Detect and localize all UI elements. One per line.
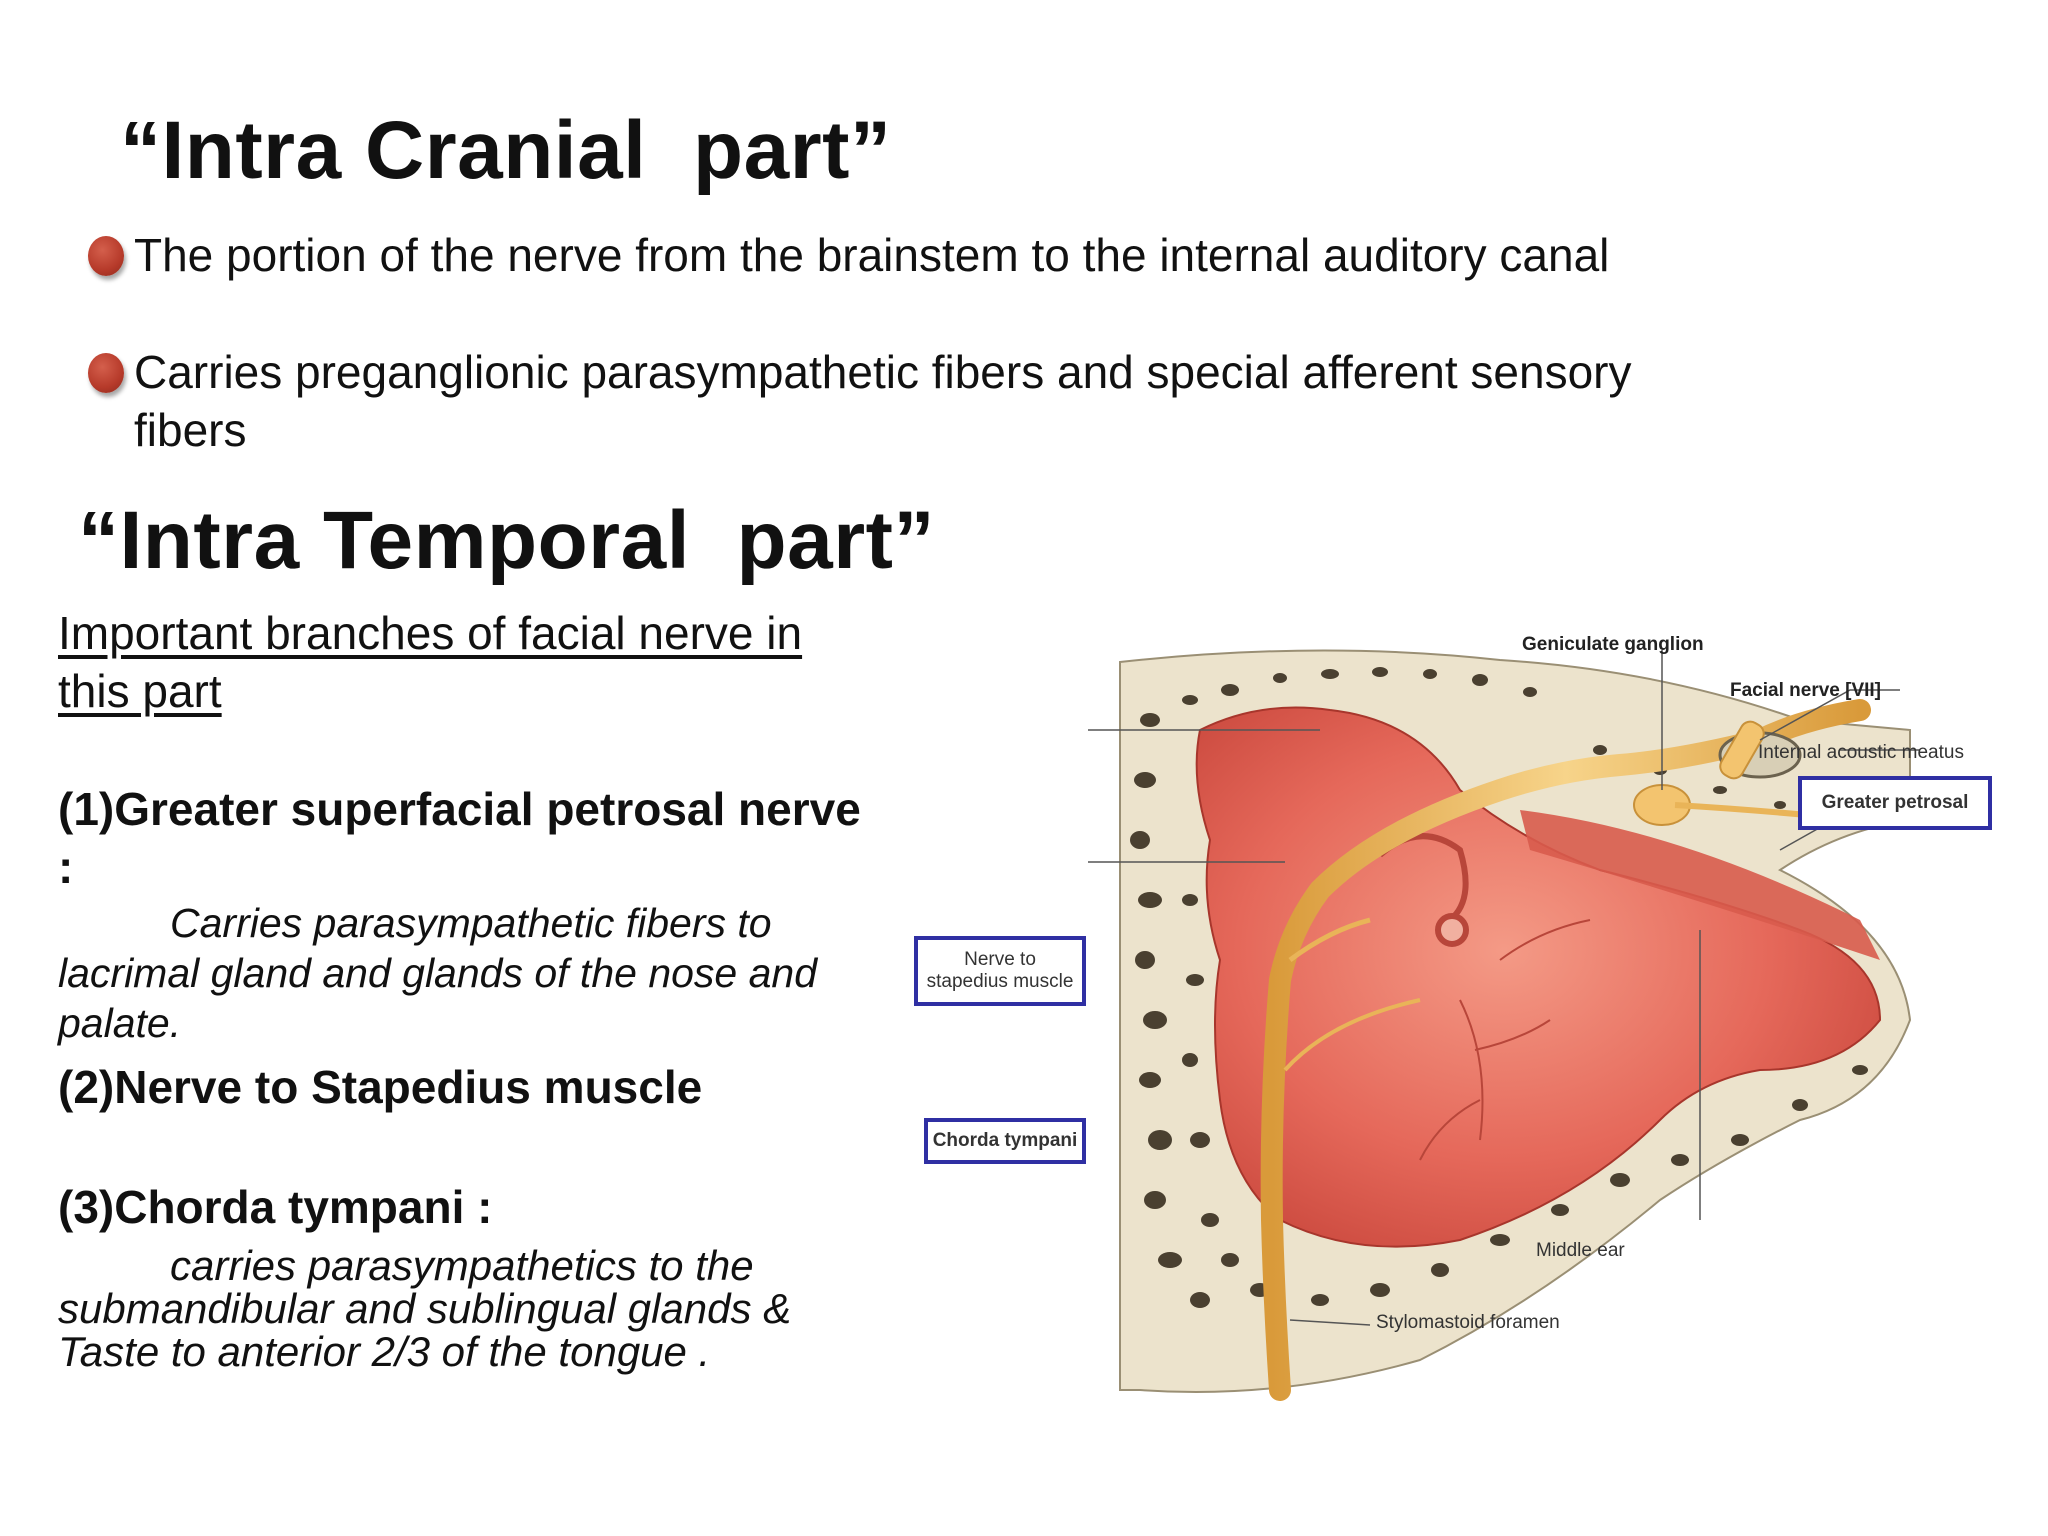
bullet-dot-icon <box>88 353 124 393</box>
intra-temporal-title: “Intra Temporal part” <box>78 495 935 586</box>
bullet-text-1: The portion of the nerve from the brains… <box>134 229 1610 281</box>
intra-cranial-title: “Intra Cranial part” <box>120 105 892 196</box>
bullet-item-2: Carries preganglionic parasympathetic fi… <box>88 343 1748 459</box>
bone-marrow-pattern <box>1130 667 1868 1308</box>
branches-subheading: Important branches of facial nerve in th… <box>58 607 803 717</box>
branch-desc-3: carries parasympathetics to the submandi… <box>58 1242 792 1375</box>
anatomy-illustration <box>1088 649 1920 1401</box>
branch-heading-2: (2)Nerve to Stapedius muscle <box>58 1061 703 1113</box>
vessels <box>1419 919 1591 1161</box>
chorda-tympani-branch <box>1283 998 1421 1072</box>
facial-nerve-diagram: Geniculate ganglion Facial nerve [VII] I… <box>900 600 2000 1420</box>
tensor-muscle <box>1520 810 1880 960</box>
stapedius-branch <box>1288 917 1371 963</box>
branch-item-3: (3)Chorda tympani : carries parasympathe… <box>58 1178 878 1373</box>
branch-desc-1: Carries parasympathetic fibers to lacrim… <box>58 900 818 1046</box>
label-stylomastoid-foramen: Stylomastoid foramen <box>1376 1312 1560 1333</box>
label-chorda-tympani-box: Chorda tympani <box>924 1118 1086 1164</box>
branch-item-1: (1)Greater superfacial petrosal nerve : … <box>58 780 878 1048</box>
label-facial-nerve: Facial nerve [VII] <box>1730 680 1882 701</box>
label-middle-ear: Middle ear <box>1536 1240 1625 1261</box>
facial-nerve-stump <box>1719 720 1765 780</box>
branch-heading-3: (3)Chorda tympani : <box>58 1181 493 1233</box>
label-greater-petrosal-box: Greater petrosal <box>1798 776 1992 830</box>
bullet-item-1: The portion of the nerve from the brains… <box>88 226 1788 284</box>
bullet-dot-icon <box>88 236 124 276</box>
facial-nerve-path <box>1260 699 1871 1401</box>
bullet-text-2: Carries preganglionic parasympathetic fi… <box>134 346 1632 456</box>
label-geniculate-ganglion: Geniculate ganglion <box>1522 634 1704 655</box>
label-internal-acoustic-meatus: Internal acoustic meatus <box>1758 742 1964 763</box>
branch-heading-1: (1)Greater superfacial petrosal nerve : <box>58 783 861 893</box>
label-nerve-to-stapedius-box: Nerve to stapedius muscle <box>914 936 1086 1006</box>
